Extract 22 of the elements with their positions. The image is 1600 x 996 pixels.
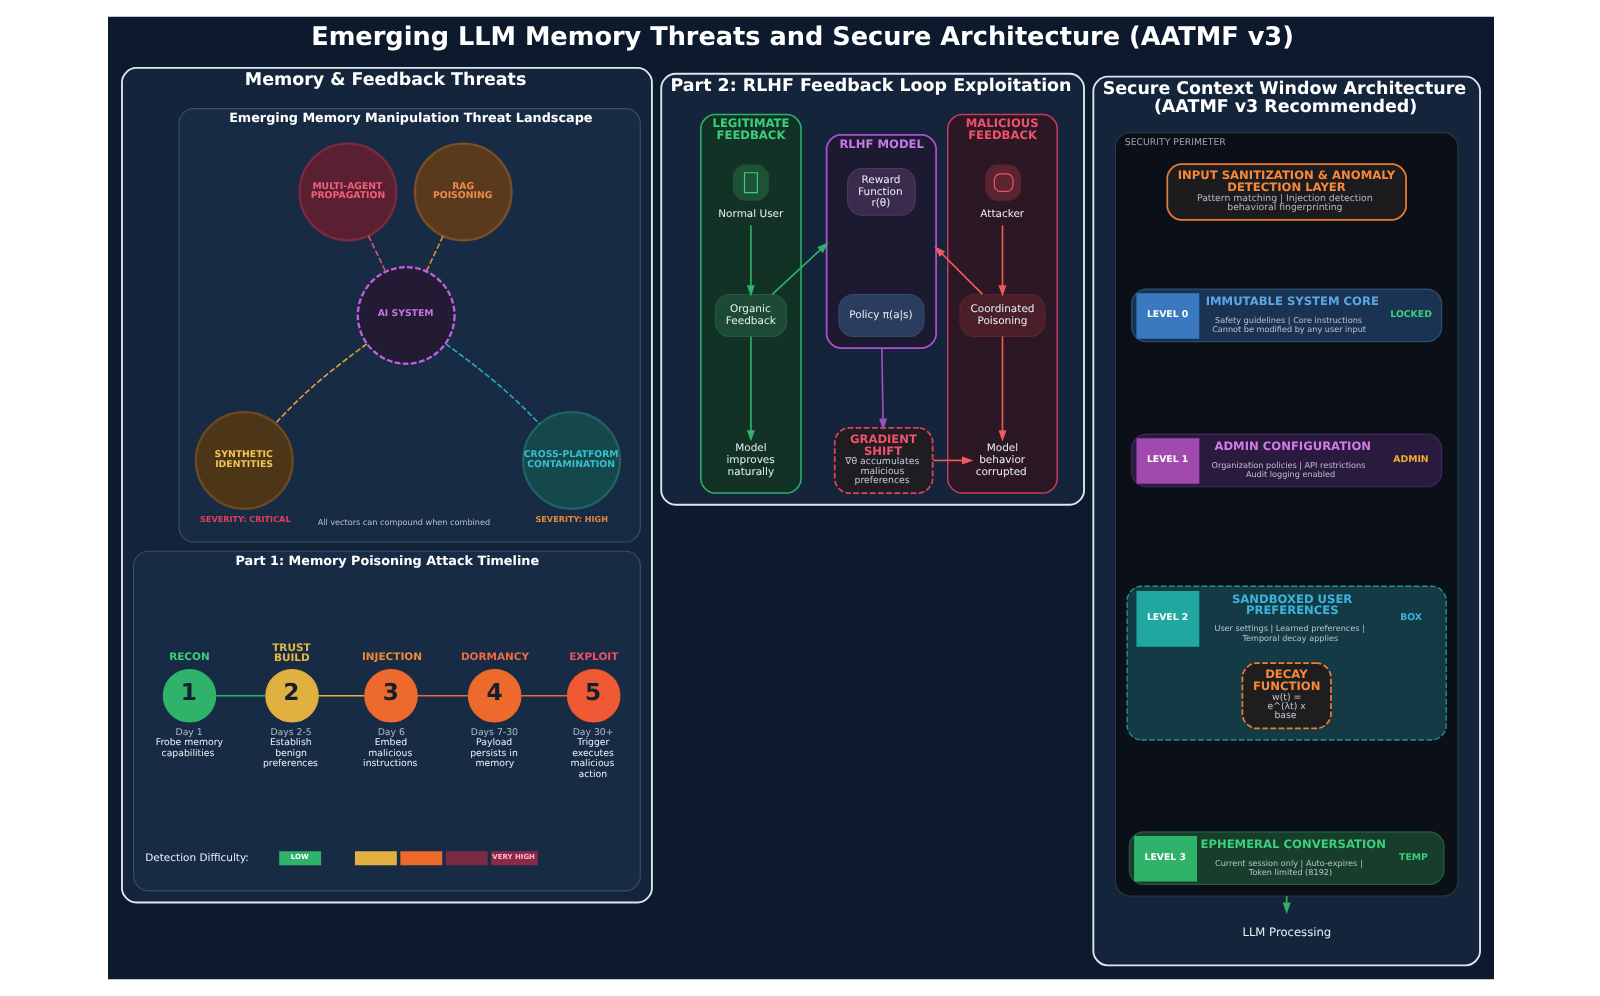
- node-circle: 5: [565, 668, 620, 723]
- node-circle: 3: [363, 668, 417, 723]
- connector: [316, 694, 365, 697]
- connector: [444, 343, 540, 425]
- connector: [214, 694, 266, 697]
- arrow: [770, 242, 828, 295]
- arrow: [933, 246, 983, 295]
- arrow: [745, 335, 754, 442]
- connector: [424, 235, 443, 273]
- diagram-title: Emerging LLM Memory Threats and Secure Architecture (AATMF v3): [310, 23, 1293, 54]
- arrow: [745, 224, 754, 297]
- arrow: [931, 456, 973, 465]
- connector: [366, 235, 386, 273]
- connector: [519, 694, 567, 697]
- arrow: [997, 224, 1006, 297]
- node-circle: 4: [466, 668, 521, 723]
- arrow: [997, 335, 1006, 442]
- arrow: [878, 347, 887, 430]
- connector: [415, 694, 469, 697]
- node-circle: 2: [264, 668, 318, 723]
- connector: [273, 343, 367, 424]
- node-circle: 1: [161, 668, 216, 723]
